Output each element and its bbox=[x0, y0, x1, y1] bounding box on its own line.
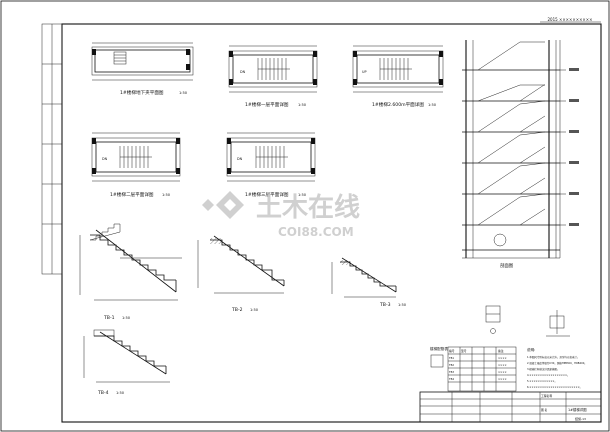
table-header: 编号 bbox=[449, 349, 455, 353]
table-cell: ×××× bbox=[498, 377, 507, 381]
plan-label-down: DN bbox=[240, 70, 246, 74]
table-cell: TB4 bbox=[449, 377, 454, 381]
plan-scale: 1:50 bbox=[428, 103, 437, 107]
notes-title: 说明: bbox=[527, 347, 535, 352]
rebar-table-title: 楼梯配筋表 bbox=[430, 346, 448, 351]
plan-caption: 1#楼梯2.600m平面详图 bbox=[372, 101, 424, 108]
plan-2f: DN 1#楼梯二层平面详图 1:50 bbox=[91, 132, 181, 198]
section-caption: TB-4 bbox=[97, 390, 109, 396]
note-line: 1.本图尺寸除标高以米计外，其余均以毫米计。 bbox=[527, 355, 579, 359]
section-caption: TB-2 bbox=[231, 307, 243, 313]
table-cell: TB3 bbox=[449, 370, 454, 374]
section-scale: 1:50 bbox=[116, 391, 125, 395]
plan-scale: 1:50 bbox=[298, 193, 307, 197]
section-tb4: TB-4 1:50 bbox=[83, 329, 170, 396]
section-tb1: TB-1 1:50 bbox=[79, 223, 182, 321]
plan-3f: DN 1#楼梯三层平面详图 1:50 bbox=[226, 132, 316, 198]
watermark-logo bbox=[202, 191, 244, 219]
plan-scale: 1:50 bbox=[298, 103, 307, 107]
note-line: 2.混凝土强度等级为C30，钢筋HPB300、HRB400。 bbox=[527, 361, 587, 365]
table-cell: ×××× bbox=[498, 370, 507, 374]
note-line: 6.××××××××××××××××××××××××。 bbox=[527, 385, 582, 389]
plan-basement: 1#楼梯地下夹平面图 1:50 bbox=[91, 42, 194, 96]
title-block-drawing-title: 1#楼梯详图 bbox=[568, 407, 587, 412]
note-line: 5.××××××××××××。 bbox=[527, 379, 557, 383]
table-header: 备注 bbox=[498, 349, 504, 353]
section-caption: TB-3 bbox=[379, 302, 391, 308]
section-scale: 1:50 bbox=[122, 316, 131, 320]
rebar-table: 楼梯配筋表 编号 型号 备注 TB1 ×××× TB2 ×××× TB3 ×××… bbox=[430, 346, 517, 392]
table-cell: TB1 bbox=[449, 356, 454, 360]
header-stamp: 2015 ×××××××××× bbox=[548, 17, 593, 22]
watermark-text: 土木在线 bbox=[256, 193, 360, 223]
section-tb3: TB-3 1:50 bbox=[331, 257, 407, 308]
table-cell: ×××× bbox=[498, 363, 507, 367]
plan-caption: 1#楼梯地下夹平面图 bbox=[120, 89, 164, 96]
plan-label-up: UP bbox=[362, 70, 367, 74]
plan-2600: UP 1#楼梯2.600m平面详图 1:50 bbox=[352, 45, 444, 108]
watermark-url: COI88.COM bbox=[278, 225, 354, 239]
title-block-sheet-no: 结施-13 bbox=[575, 416, 586, 421]
section-tb2: TB-2 1:50 bbox=[197, 235, 285, 313]
section-scale: 1:50 bbox=[398, 303, 407, 307]
table-cell: ×××× bbox=[498, 356, 507, 360]
plan-label-down: DN bbox=[102, 157, 108, 161]
stair-section-elevation: 剖面图 bbox=[462, 40, 579, 269]
plan-label-down: DN bbox=[237, 157, 243, 161]
section-caption: TB-1 bbox=[103, 315, 115, 321]
table-cell: TB2 bbox=[449, 363, 454, 367]
design-notes: 说明: 1.本图尺寸除标高以米计外，其余均以毫米计。 2.混凝土强度等级为C30… bbox=[527, 347, 587, 389]
plan-scale: 1:50 bbox=[179, 91, 188, 95]
table-header: 型号 bbox=[461, 349, 467, 353]
plan-caption: 1#楼梯一层平面详图 bbox=[245, 101, 289, 108]
note-line: 3.楼梯栏杆做法详见建施图。 bbox=[527, 367, 559, 371]
section-scale: 1:50 bbox=[250, 308, 259, 312]
plan-scale: 1:50 bbox=[162, 193, 171, 197]
plan-1f: DN 1#楼梯一层平面详图 1:50 bbox=[228, 45, 318, 108]
detail-callouts bbox=[485, 305, 570, 337]
plan-caption: 1#楼梯三层平面详图 bbox=[245, 191, 289, 198]
inner-frame bbox=[61, 23, 602, 423]
title-block-drawing-label: 图 名 bbox=[541, 408, 548, 412]
plan-caption: 1#楼梯二层平面详图 bbox=[110, 191, 154, 198]
watermark: 土木在线 COI88.COM bbox=[202, 191, 360, 239]
elevation-caption: 剖面图 bbox=[500, 262, 514, 269]
title-block: 工程名称 图 名 1#楼梯详图 结施-13 bbox=[419, 391, 602, 423]
title-block-project-label: 工程名称 bbox=[541, 394, 552, 398]
binding-strip bbox=[41, 23, 63, 275]
note-line: 4.××××××××××××××××××。 bbox=[527, 373, 570, 377]
